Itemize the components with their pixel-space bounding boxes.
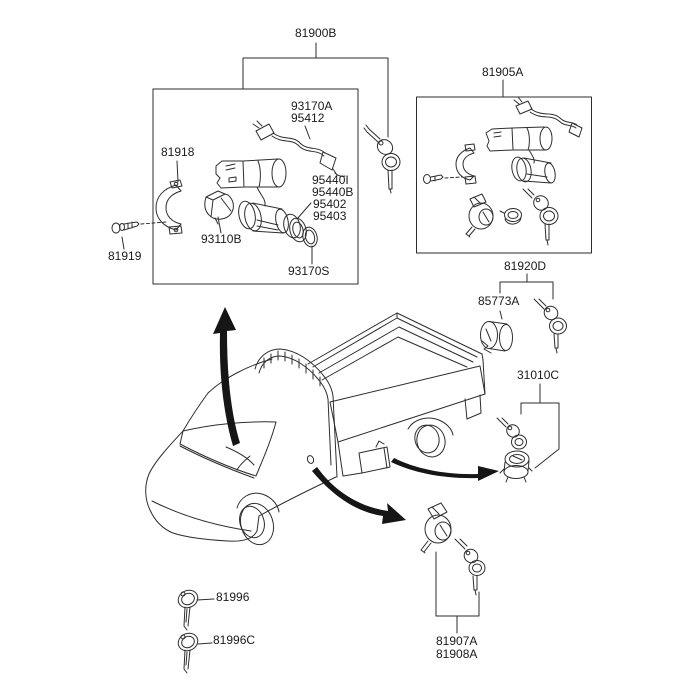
column-lock-body-icon bbox=[215, 158, 287, 207]
key-set-icon bbox=[454, 538, 486, 596]
part-label-95402: 95402 bbox=[313, 197, 347, 211]
clamp-bracket-icon bbox=[155, 179, 183, 235]
door-lock-hole bbox=[306, 455, 315, 464]
callout-lines bbox=[121, 42, 560, 645]
screw-icon bbox=[111, 221, 167, 234]
steering-lock-parts-81900B bbox=[111, 120, 401, 248]
door-lock-cylinder-icon bbox=[465, 193, 494, 238]
wire-harness-icon bbox=[252, 120, 346, 177]
lock-ring-icon bbox=[283, 213, 307, 243]
part-label-31010C: 31010C bbox=[517, 368, 560, 382]
part-label-81996C: 81996C bbox=[213, 633, 256, 647]
column-lock-body-icon bbox=[485, 126, 553, 164]
arrow-to-door-lock bbox=[312, 467, 406, 524]
part-label-81900B: 81900B bbox=[295, 26, 337, 40]
part-label-81908A: 81908A bbox=[436, 647, 478, 661]
part-label-93110B: 93110B bbox=[201, 232, 242, 246]
fuel-lock-parts-81920D bbox=[480, 298, 567, 354]
part-label-95403: 95403 bbox=[313, 209, 347, 223]
lock-cap-icon bbox=[499, 208, 522, 225]
blank-key-81996-icon bbox=[177, 589, 199, 631]
group-box-81900B bbox=[152, 88, 359, 285]
part-label-81918: 81918 bbox=[161, 145, 195, 159]
starter-switch-31010C bbox=[496, 417, 533, 483]
part-label-93170A: 93170A bbox=[291, 99, 333, 113]
small-ring-icon bbox=[302, 226, 318, 248]
part-label-81920D: 81920D bbox=[504, 259, 547, 273]
clamp-bracket-icon bbox=[455, 143, 477, 185]
part-label-95440B: 95440B bbox=[312, 185, 354, 199]
part-label-95440I: 95440I bbox=[312, 173, 349, 187]
key-set-icon bbox=[522, 188, 559, 246]
ignition-switch-icon bbox=[204, 190, 234, 225]
part-label-81919: 81919 bbox=[108, 249, 142, 263]
part-label-95412: 95412 bbox=[291, 111, 325, 125]
lock-housing-icon bbox=[511, 156, 556, 184]
wire-harness-icon bbox=[513, 96, 583, 138]
fuel-filler-lock-icon bbox=[480, 321, 513, 354]
part-label-81996: 81996 bbox=[216, 590, 250, 604]
door-lock-parts-81907A bbox=[420, 502, 486, 596]
locator-arrows bbox=[213, 307, 499, 524]
group-box-81905A bbox=[416, 96, 592, 254]
key-set-icon bbox=[363, 124, 401, 194]
blank-key-81996C-icon bbox=[177, 632, 199, 674]
key-set-icon bbox=[533, 298, 567, 354]
arrow-to-steering-lock bbox=[213, 307, 240, 446]
truck-illustration bbox=[145, 312, 486, 546]
lock-set-parts-81905A bbox=[423, 96, 583, 246]
arrow-to-starter-switch bbox=[391, 458, 499, 481]
part-label-81905A: 81905A bbox=[482, 65, 524, 79]
part-label-85773A: 85773A bbox=[478, 294, 520, 308]
lock-housing-icon bbox=[238, 200, 289, 234]
part-label-93170S: 93170S bbox=[288, 264, 330, 278]
part-label-81907A: 81907A bbox=[436, 634, 478, 648]
screw-icon bbox=[423, 174, 463, 184]
